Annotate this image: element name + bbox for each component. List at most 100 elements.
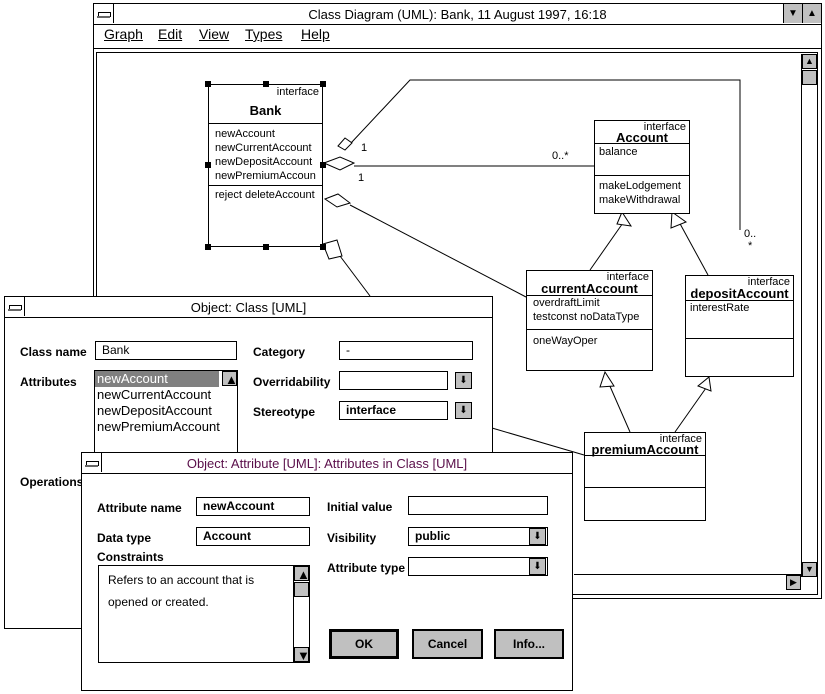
visibility-dropdown-icon[interactable]: ⬇ <box>529 528 546 545</box>
menu-types[interactable]: Types <box>245 26 282 42</box>
cancel-button[interactable]: Cancel <box>412 629 483 659</box>
scroll-down-arrow-icon[interactable]: ▼ <box>294 647 310 663</box>
premium-account-class-box[interactable]: interface premiumAccount <box>584 432 706 521</box>
menu-help[interactable]: Help <box>301 26 330 42</box>
aggregation-diamond-3 <box>323 193 352 208</box>
account-op-0: makeLodgement <box>599 180 681 192</box>
data-type-label: Data type <box>97 531 152 545</box>
class-name-label: Class name <box>20 345 87 359</box>
multiplicity-4b: * <box>748 240 753 252</box>
selection-handle[interactable] <box>263 81 269 87</box>
bank-divider-1 <box>209 123 322 124</box>
selection-handle[interactable] <box>320 162 326 168</box>
attribute-dialog-system-menu[interactable] <box>82 453 102 472</box>
account-attr-0: balance <box>599 146 638 158</box>
menu-view[interactable]: View <box>199 26 229 42</box>
constraints-scrollbar[interactable]: ▲ ▼ <box>293 566 310 663</box>
list-scroll-up-arrow-icon[interactable]: ▲ <box>222 371 237 387</box>
minimize-button[interactable]: ▼ <box>783 4 802 23</box>
multiplicity-3: 0..* <box>552 150 569 162</box>
aggregation-diamond-1 <box>337 137 353 151</box>
current-stereotype: interface <box>606 271 649 283</box>
scroll-up-arrow-icon[interactable]: ▲ <box>802 54 817 69</box>
maximize-button[interactable]: ▲ <box>802 4 821 23</box>
constraints-textarea[interactable]: Refers to an account that is opened or c… <box>98 565 310 663</box>
assoc-line-bank-deposit <box>350 79 741 230</box>
deposit-divider-1 <box>686 300 793 301</box>
menu-types-label: Types <box>245 26 283 42</box>
multiplicity-4a: 0.. <box>744 228 757 240</box>
ok-button[interactable]: OK <box>329 629 399 659</box>
menu-help-label: Help <box>301 26 330 42</box>
bank-op-2: newDepositAccount <box>215 156 313 168</box>
initial-value-field[interactable] <box>408 496 548 515</box>
visibility-field[interactable]: public <box>408 527 548 546</box>
bank-class-box[interactable]: interface Bank newAccount newCurrentAcco… <box>208 84 323 247</box>
overridability-dropdown-icon[interactable]: ⬇ <box>455 372 472 389</box>
assoc-line-bank-premium <box>339 255 371 297</box>
bank-class-name: Bank <box>249 103 282 118</box>
scroll-right-arrow-icon[interactable]: ▶ <box>786 575 801 590</box>
data-type-field[interactable]: Account <box>196 527 310 546</box>
system-menu-icon <box>85 461 99 467</box>
selection-handle[interactable] <box>205 162 211 168</box>
scroll-thumb[interactable] <box>294 582 309 597</box>
overridability-field[interactable] <box>339 371 448 390</box>
attribute-type-label: Attribute type <box>327 561 405 575</box>
operations-label: Operations <box>20 475 84 489</box>
horizontal-scrollbar[interactable]: ▶ <box>574 574 801 591</box>
deposit-divider-2 <box>686 338 793 339</box>
selection-handle[interactable] <box>320 244 326 250</box>
main-title-bar: Class Diagram (UML): Bank, 11 August 199… <box>94 4 821 25</box>
deposit-account-class-box[interactable]: interface depositAccount interestRate <box>685 275 794 377</box>
generalization-premium-current <box>608 383 631 433</box>
current-account-class-box[interactable]: interface currentAccount overdraftLimit … <box>526 270 653 371</box>
vertical-scrollbar[interactable]: ▲ ▼ <box>801 54 817 577</box>
bank-op-3: newPremiumAccoun <box>215 170 316 182</box>
class-dialog-title-bar: Object: Class [UML] <box>5 297 492 318</box>
selection-handle[interactable] <box>320 81 326 87</box>
class-name-field[interactable]: Bank <box>95 341 237 360</box>
selection-handle[interactable] <box>263 244 269 250</box>
system-menu-icon <box>8 305 22 311</box>
list-item[interactable]: newPremiumAccount <box>97 419 220 434</box>
attribute-type-dropdown-icon[interactable]: ⬇ <box>529 558 546 575</box>
selection-handle[interactable] <box>205 81 211 87</box>
bank-op-extra: reject deleteAccount <box>215 189 315 201</box>
constraints-line-2: opened or created. <box>108 595 209 609</box>
account-divider-1 <box>595 143 689 144</box>
category-field[interactable]: - <box>339 341 473 360</box>
menu-graph[interactable]: Graph <box>104 26 143 42</box>
list-item[interactable]: newCurrentAccount <box>97 387 212 402</box>
menu-view-label: View <box>199 26 230 42</box>
scroll-down-arrow-icon[interactable]: ▼ <box>802 562 817 577</box>
premium-divider-2 <box>585 487 705 488</box>
menu-edit[interactable]: Edit <box>158 26 182 42</box>
selection-handle[interactable] <box>205 244 211 250</box>
account-class-name: Account <box>616 130 668 145</box>
current-class-name: currentAccount <box>541 281 638 296</box>
premium-divider-1 <box>585 455 705 456</box>
account-class-box[interactable]: interface Account balance makeLodgement … <box>594 120 690 214</box>
attributes-list[interactable]: newAccount newCurrentAccount newDepositA… <box>94 370 238 456</box>
class-dialog-system-menu[interactable] <box>5 297 25 316</box>
stereotype-field[interactable]: interface <box>339 401 448 420</box>
class-dialog-title: Object: Class [UML] <box>190 300 307 315</box>
stereotype-dropdown-icon[interactable]: ⬇ <box>455 402 472 419</box>
stereotype-label: Stereotype <box>253 405 316 419</box>
attribute-type-field[interactable] <box>408 557 548 576</box>
initial-value-label: Initial value <box>327 500 393 514</box>
category-label: Category <box>253 345 306 359</box>
scroll-thumb[interactable] <box>802 70 817 85</box>
attribute-dialog: Object: Attribute [UML]: Attributes in C… <box>81 452 573 691</box>
list-item[interactable]: newAccount <box>95 371 219 387</box>
info-button[interactable]: Info... <box>494 629 564 659</box>
multiplicity-2: 1 <box>358 172 365 184</box>
scroll-up-arrow-icon[interactable]: ▲ <box>294 566 310 582</box>
list-item[interactable]: newDepositAccount <box>97 403 212 418</box>
bank-op-0: newAccount <box>215 128 275 140</box>
system-menu-button[interactable] <box>94 4 114 23</box>
attribute-name-field[interactable]: newAccount <box>196 497 310 516</box>
generalization-arrow-4 <box>697 376 712 392</box>
